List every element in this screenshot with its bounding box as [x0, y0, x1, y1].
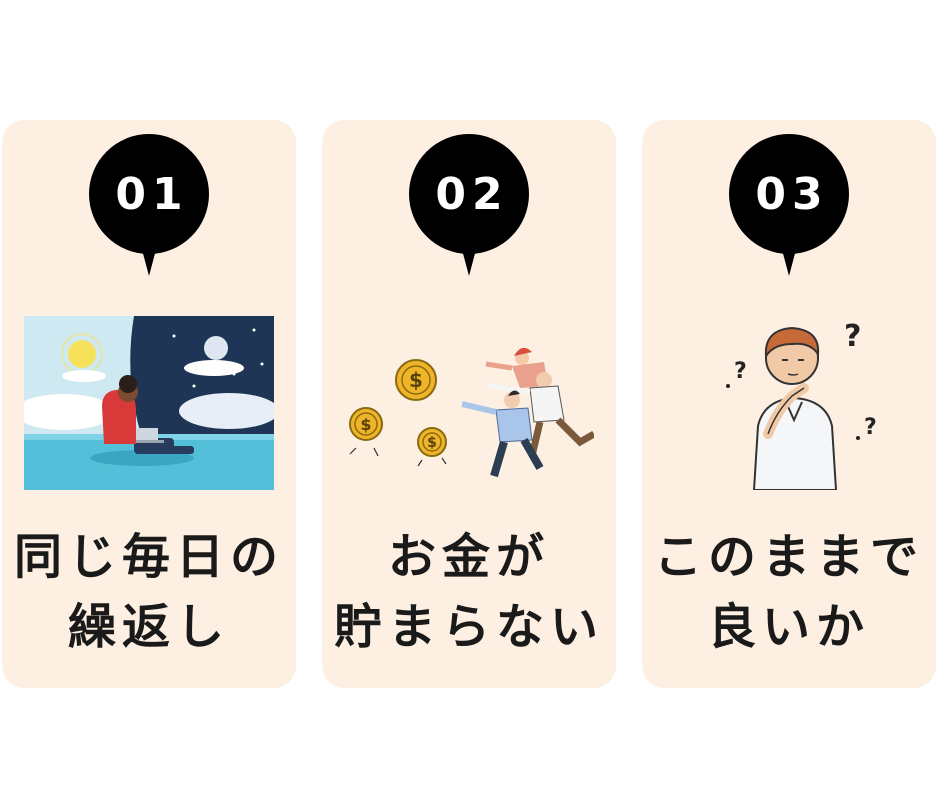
thinking-man-question-marks-icon: ? ? ?	[726, 319, 877, 490]
svg-text:$: $	[360, 415, 371, 434]
badge-pointer	[781, 246, 797, 276]
title-line-2: 良いか	[707, 599, 870, 655]
reason-card-1: 01 同じ毎日の 繰返し	[2, 120, 296, 688]
title-line-2: 繰返し	[67, 599, 230, 655]
card-title: 同じ毎日の 繰返し	[2, 522, 296, 662]
title-line-1: お金が	[387, 529, 550, 585]
badge-pointer	[141, 246, 157, 276]
card-title: お金が 貯まらない	[322, 522, 616, 662]
person-with-laptop-day-night-icon	[24, 316, 274, 490]
title-line-2: 貯まらない	[333, 599, 604, 655]
svg-text:?: ?	[734, 359, 747, 384]
title-line-1: このままで	[653, 529, 924, 585]
badge-number: 03	[755, 168, 829, 220]
coin-icon: $	[395, 359, 437, 401]
number-badge: 03	[729, 134, 849, 254]
card-title: このままで 良いか	[642, 522, 936, 662]
svg-text:?: ?	[864, 415, 877, 440]
svg-text:?: ?	[844, 319, 861, 354]
number-badge: 01	[89, 134, 209, 254]
badge-number: 01	[115, 168, 189, 220]
svg-text:$: $	[427, 435, 437, 451]
badge-number: 02	[435, 168, 509, 220]
reason-card-2: 02 $ $ $	[322, 120, 616, 688]
number-badge: 02	[409, 134, 529, 254]
reason-card-3: 03 ? ? ? このままで 良いか	[642, 120, 936, 688]
people-chasing-coins-icon: $ $ $	[349, 347, 594, 478]
svg-text:$: $	[409, 368, 423, 392]
title-line-1: 同じ毎日の	[13, 529, 284, 585]
badge-pointer	[461, 246, 477, 276]
